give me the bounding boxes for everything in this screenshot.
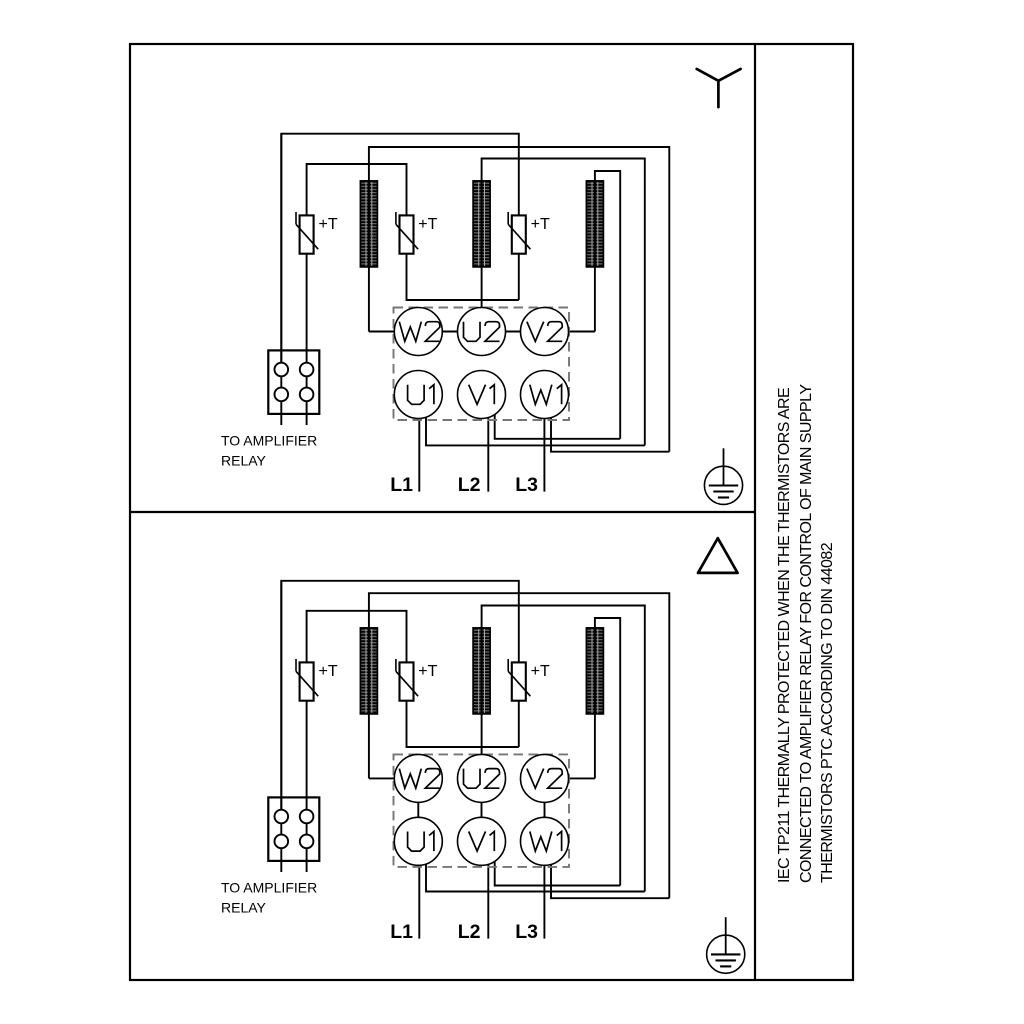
svg-text:RELAY: RELAY bbox=[221, 453, 267, 469]
svg-text:TO AMPLIFIER: TO AMPLIFIER bbox=[221, 433, 317, 449]
svg-text:+T: +T bbox=[418, 663, 437, 680]
svg-text:+T: +T bbox=[418, 216, 437, 233]
svg-text:+T: +T bbox=[531, 216, 550, 233]
svg-text:L3: L3 bbox=[515, 921, 538, 943]
svg-text:+T: +T bbox=[319, 216, 338, 233]
svg-text:L3: L3 bbox=[515, 474, 538, 496]
svg-text:L2: L2 bbox=[458, 474, 481, 496]
svg-text:+T: +T bbox=[531, 663, 550, 680]
svg-text:L1: L1 bbox=[390, 474, 413, 496]
svg-text:L1: L1 bbox=[390, 921, 413, 943]
svg-text:+T: +T bbox=[319, 663, 338, 680]
svg-text:RELAY: RELAY bbox=[221, 900, 267, 916]
svg-text:TO AMPLIFIER: TO AMPLIFIER bbox=[221, 880, 317, 896]
svg-text:L2: L2 bbox=[458, 921, 481, 943]
